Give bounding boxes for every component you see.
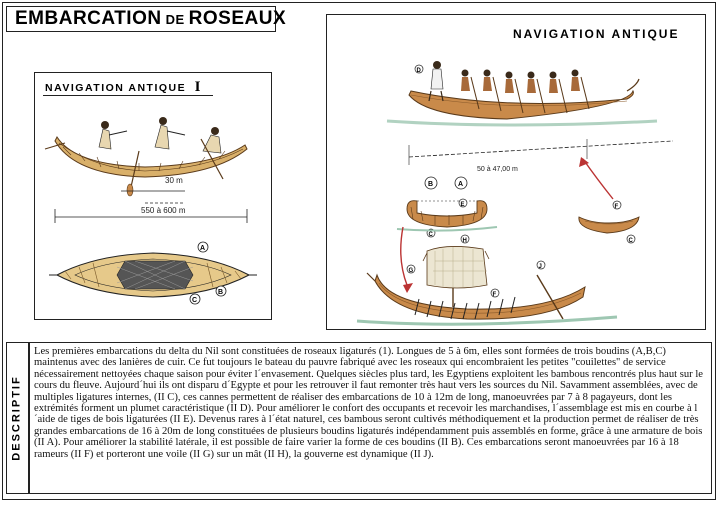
title-part-2: DE [165, 11, 185, 27]
rower-figure [202, 127, 222, 154]
left-heading-underline [43, 95, 213, 96]
left-panel-heading: NAVIGATION ANTIQUE I [45, 79, 202, 96]
label-f-sail: F [493, 292, 497, 298]
page-frame [2, 2, 716, 500]
left-boat-drawing: 30 m 550 à 600 m A B C [44, 117, 257, 305]
reed-bundle-section [406, 200, 488, 228]
right-panel-heading: NAVIGATION ANTIQUE [513, 27, 680, 41]
label-b-section: B [428, 181, 433, 188]
arrow-to-small-boat [582, 158, 614, 200]
page-title: EMBARCATION DE ROSEAUX [6, 6, 286, 32]
length-guide-line [408, 140, 674, 158]
small-curved-boat [578, 216, 640, 234]
label-b: B [218, 289, 223, 296]
label-c-section: C [429, 232, 434, 238]
reed-boat-side-view [44, 117, 248, 197]
arrow-to-sail-boat [400, 226, 408, 286]
label-c: C [192, 297, 197, 304]
title-part-1: EMBARCATION [15, 8, 162, 29]
label-c-small: C [629, 238, 634, 244]
label-j: J [539, 264, 542, 270]
reed-boat-top-view [49, 252, 257, 298]
description-separator [28, 342, 30, 494]
description-box [6, 342, 712, 494]
title-part-3: ROSEAUX [188, 8, 287, 29]
short-dimension-label: 30 m [165, 176, 183, 185]
description-side-label: DESCRIPTIF [6, 342, 28, 494]
sailing-boat [356, 246, 618, 326]
right-boat-drawing: D 50 à 47,00 m B A E C F C [356, 61, 674, 326]
description-label-text: DESCRIPTIF [11, 375, 23, 461]
label-e: E [461, 202, 465, 208]
paddled-canoe [386, 61, 658, 127]
label-h: H [463, 238, 467, 244]
description-text: Les premières embarcations du delta du N… [34, 346, 703, 460]
label-a-section: A [458, 181, 463, 188]
label-f-small: F [615, 204, 619, 210]
paddlers-row [461, 69, 590, 114]
label-d: D [417, 68, 422, 74]
right-illustration-panel: NAVIGATION ANTIQUE D [326, 14, 706, 330]
rower-figure [98, 121, 128, 150]
left-panel-numeral: I [194, 79, 202, 95]
rower-figure [154, 117, 186, 150]
length-dimension-label: 50 à 47,00 m [477, 166, 518, 173]
label-g: G [409, 268, 414, 274]
long-dimension-label: 550 à 600 m [141, 206, 186, 215]
label-a: A [200, 245, 205, 252]
left-panel-heading-text: NAVIGATION ANTIQUE [45, 82, 187, 94]
standing-steersman [428, 61, 444, 102]
left-illustration-panel: NAVIGATION ANTIQUE I [34, 72, 272, 320]
